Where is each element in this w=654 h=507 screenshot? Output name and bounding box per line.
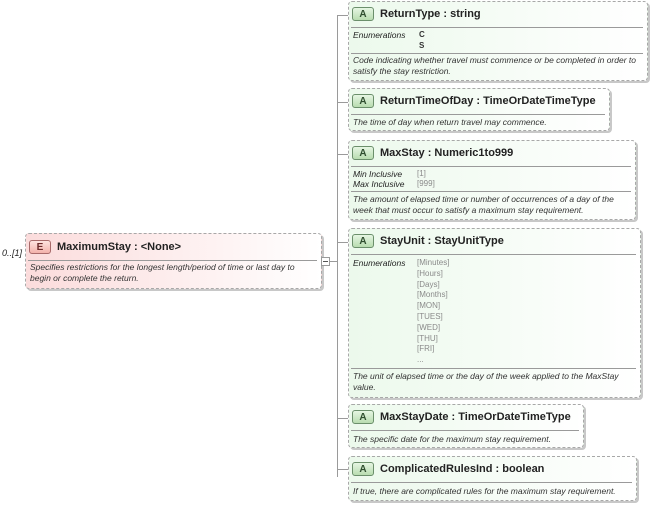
cardinality-label: 0..[1] (2, 248, 23, 258)
enumeration-values: C S (419, 30, 425, 52)
attribute-badge: A (352, 462, 374, 476)
enumeration-value: [Months] (417, 290, 448, 300)
connector-branch-returntimeofday (337, 102, 348, 103)
enumeration-value: [Days] (417, 279, 440, 289)
attribute-title: ReturnType : string (380, 8, 481, 20)
attribute-description: The time of day when return travel may c… (353, 117, 547, 127)
connector-branch-maxstay (337, 154, 348, 155)
enumerations-label: Enumerations (353, 258, 406, 268)
min-inclusive-value: [1] (417, 169, 426, 178)
attribute-returntimeofday-box[interactable]: A ReturnTimeOfDay : TimeOrDateTimeType T… (348, 88, 610, 131)
attribute-badge: A (352, 410, 374, 424)
connector-trunk (337, 15, 338, 477)
attribute-badge: A (352, 94, 374, 108)
attribute-badge: A (352, 146, 374, 160)
max-inclusive-value: [999] (417, 179, 435, 188)
attribute-returntype-box[interactable]: A ReturnType : string Enumerations C S C… (348, 1, 648, 81)
enumeration-value: [Hours] (417, 268, 443, 278)
attribute-description: The amount of elapsed time or number of … (353, 194, 614, 215)
enumeration-value: [FRI] (417, 344, 435, 354)
enumeration-value: [THU] (417, 333, 438, 343)
enumeration-value: [TUES] (417, 311, 443, 321)
attribute-title: MaxStay : Numeric1to999 (380, 147, 514, 159)
enumeration-value: [WED] (417, 322, 441, 332)
attribute-stayunit-box[interactable]: A StayUnit : StayUnitType Enumerations [… (348, 228, 641, 398)
attribute-complicatedrulesind-box[interactable]: A ComplicatedRulesInd : boolean If true,… (348, 456, 637, 501)
attribute-title: ComplicatedRulesInd : boolean (380, 463, 545, 475)
enumeration-value: S (419, 40, 425, 50)
enumeration-value: ... (417, 355, 424, 365)
attribute-title: StayUnit : StayUnitType (380, 235, 504, 247)
attribute-maxstaydate-box[interactable]: A MaxStayDate : TimeOrDateTimeType The s… (348, 404, 584, 448)
element-title: MaximumStay : <None> (57, 241, 182, 253)
attribute-badge: A (352, 7, 374, 21)
element-description: Specifies restrictions for the longest l… (30, 262, 295, 283)
connector-branch-complicatedrulesind (337, 469, 348, 470)
connector-branch-stayunit (337, 242, 348, 243)
enumeration-values: [Minutes] [Hours] [Days] [Months] [MON] … (417, 258, 449, 366)
attribute-title: ReturnTimeOfDay : TimeOrDateTimeType (380, 95, 596, 107)
enumerations-label: Enumerations (353, 30, 406, 40)
connector-branch-returntype (337, 15, 348, 16)
element-maximumstay-box[interactable]: E MaximumStay : <None> Specifies restric… (25, 233, 322, 289)
min-inclusive-label: Min Inclusive (353, 169, 403, 179)
enumeration-value: C (419, 30, 425, 39)
attribute-description: Code indicating whether travel must comm… (353, 55, 637, 76)
attribute-description: The specific date for the maximum stay r… (353, 434, 551, 444)
enumeration-value: [MON] (417, 301, 441, 311)
attribute-description: If true, there are complicated rules for… (353, 486, 616, 496)
enumeration-value: [Minutes] (417, 258, 450, 267)
attribute-badge: A (352, 234, 374, 248)
element-badge: E (29, 240, 51, 254)
attribute-description: The unit of elapsed time or the day of t… (353, 371, 619, 392)
attribute-maxstay-box[interactable]: A MaxStay : Numeric1to999 Min Inclusive … (348, 140, 636, 220)
attribute-title: MaxStayDate : TimeOrDateTimeType (380, 411, 571, 423)
collapse-toggle-icon[interactable] (321, 257, 330, 266)
connector-branch-maxstaydate (337, 418, 348, 419)
max-inclusive-label: Max Inclusive (353, 179, 405, 189)
